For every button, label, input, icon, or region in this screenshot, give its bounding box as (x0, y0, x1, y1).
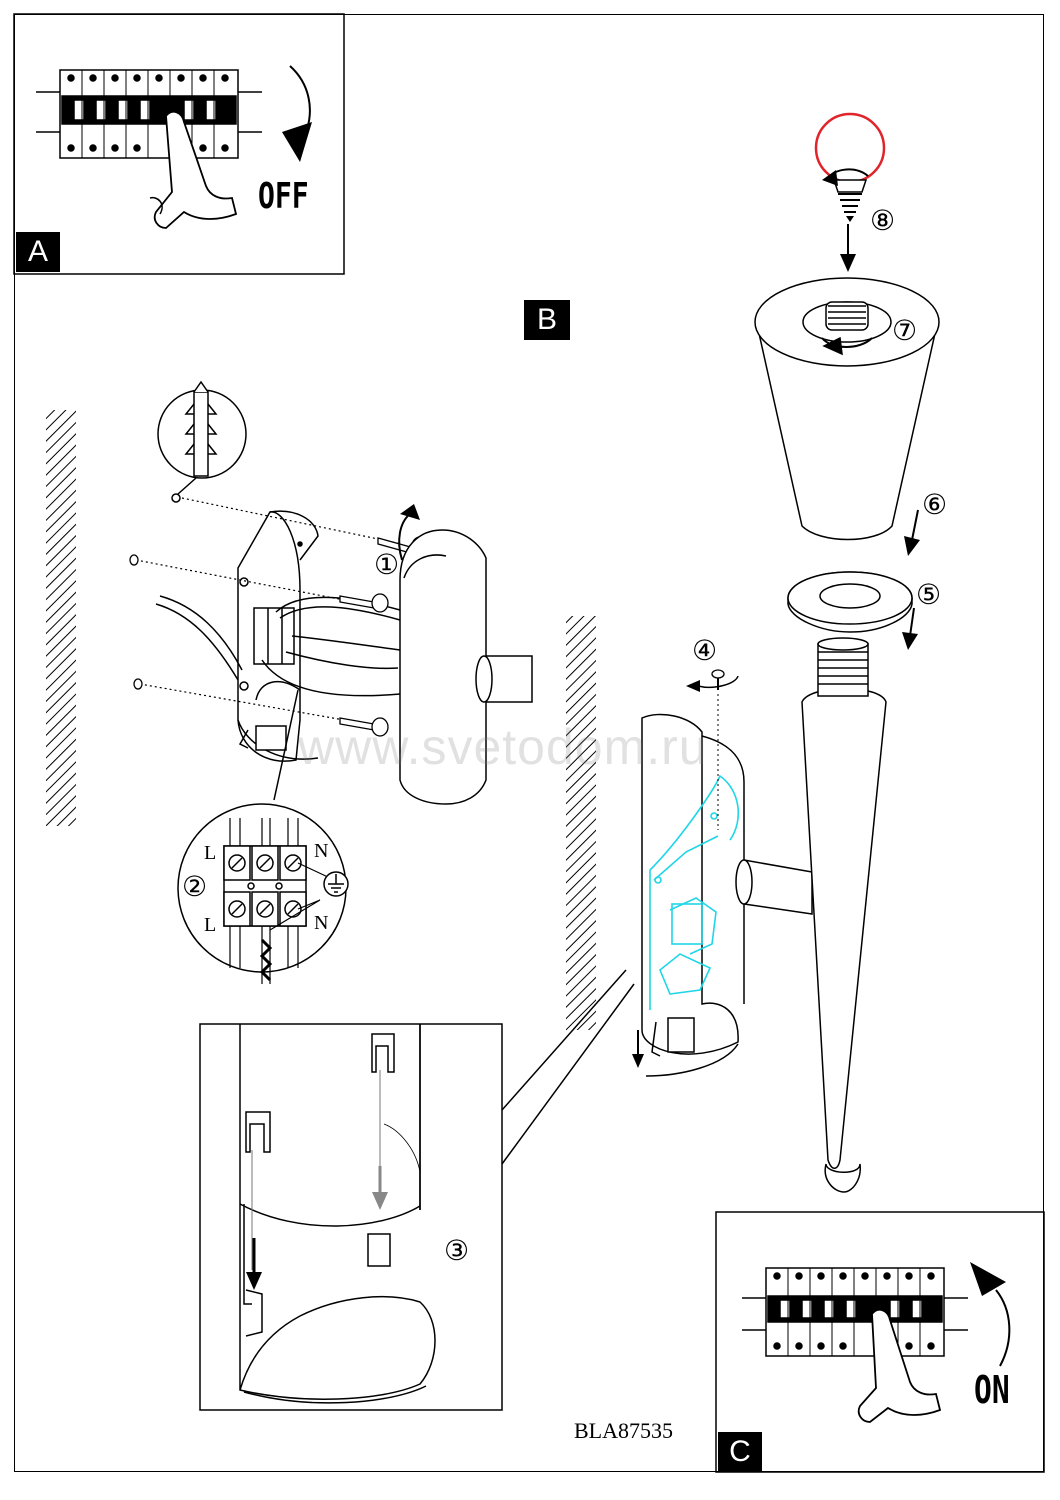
terminal-neutral-bottom: N (314, 912, 329, 934)
on-label: ON (974, 1368, 1010, 1412)
step-1-label: ① (374, 550, 400, 581)
switch-off-arrow (282, 65, 312, 162)
terminal-detail (177, 689, 349, 984)
bulb-down-arrow (840, 224, 856, 272)
wall-cover-shell (399, 529, 533, 805)
wall-left (46, 410, 76, 826)
panel-a-label: A (16, 232, 60, 272)
panel-a-box (13, 13, 345, 275)
step-8-label: ⑧ (870, 206, 896, 237)
wall-middle (566, 616, 596, 1030)
middle-assembly (641, 713, 813, 1077)
step-7-label: ⑦ (892, 316, 918, 347)
bulb (814, 112, 886, 222)
plate-overlay (649, 774, 739, 1010)
terminal-neutral-top: N (314, 840, 329, 862)
step-4-label: ④ (692, 636, 718, 667)
breaker-panel-c (742, 1267, 968, 1423)
wall-plug-detail (157, 380, 247, 503)
clip-detail (199, 969, 635, 1411)
switch-on-arrow (970, 1262, 1011, 1367)
step-3-label: ③ (444, 1236, 470, 1267)
step-6-label: ⑥ (922, 490, 948, 521)
ring-washer (787, 571, 913, 633)
watermark: www.svetodom.ru (298, 719, 708, 775)
rotate-screw-arrow (398, 504, 420, 561)
panel-c-box (715, 1211, 1045, 1473)
step-six-arrow (904, 509, 920, 556)
wall-holes (129, 554, 143, 690)
page-frame (14, 14, 1044, 1472)
clip-down-arrows (246, 1166, 388, 1290)
breaker-panel-a (36, 69, 262, 229)
middle-screw (686, 669, 739, 830)
shade-cone (754, 277, 940, 541)
product-code: BLA87535 (574, 1418, 673, 1443)
step-five-arrow (902, 607, 918, 650)
terminal-live-top: L (204, 842, 217, 864)
off-label: OFF (258, 176, 309, 217)
panel-b-label: B (524, 300, 570, 340)
terminal-live-bottom: L (204, 914, 217, 936)
step-2-label: ② (182, 872, 208, 903)
step-5-label: ⑤ (916, 580, 942, 611)
mounting-plate (237, 510, 319, 762)
lamp-arm (801, 637, 887, 1193)
screw-guide-lines (135, 497, 403, 721)
middle-down-arrow (632, 1030, 644, 1068)
panel-c-label: C (718, 1432, 762, 1472)
